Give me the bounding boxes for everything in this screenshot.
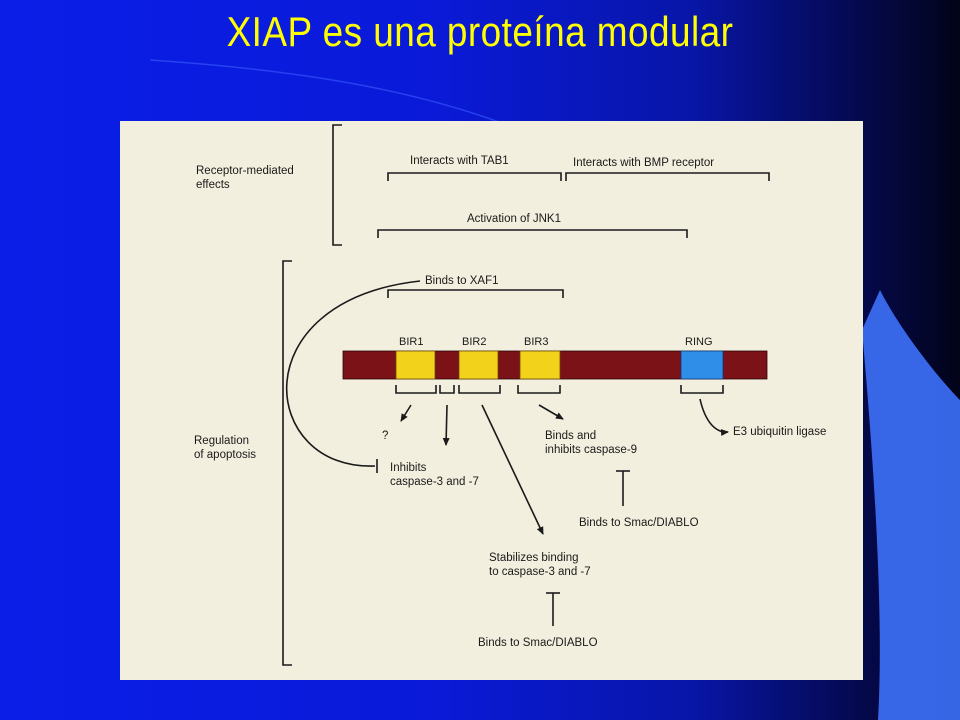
bir3-domain: [519, 350, 561, 380]
slide-title: XIAP es una proteína modular: [226, 8, 734, 55]
tab1-bracket: [387, 172, 562, 181]
binds-smac-label-1: Binds to Smac/DIABLO: [579, 517, 699, 529]
interacts-bmp-label: Interacts with BMP receptor: [573, 157, 715, 169]
bir1-label: BIR1: [399, 336, 424, 348]
xaf1-bracket: [387, 289, 564, 298]
inhibits-caspase-label: Inhibits caspase-3 and -7: [390, 462, 479, 488]
receptor-section-bracket: [332, 124, 342, 246]
ring-domain: [680, 350, 724, 380]
bir3-bracket: [517, 385, 561, 394]
binds-inhibits-caspase9-label: Binds and inhibits caspase-9: [545, 430, 638, 456]
arrow-to-stabilizes: [481, 404, 544, 535]
background-swoosh: [862, 290, 960, 720]
bir2-bracket: [458, 385, 501, 394]
linker-bracket: [439, 385, 455, 394]
diagram-lines: [282, 124, 770, 666]
ring-bracket: [680, 385, 724, 394]
e3-ligase-label: E3 ubiquitin ligase: [733, 426, 827, 438]
xaf1-curve-arrow: [286, 280, 421, 467]
bir3-label: BIR3: [524, 336, 549, 348]
bmp-bracket: [565, 172, 770, 181]
bir2-label: BIR2: [462, 336, 487, 348]
activation-jnk1-label: Activation of JNK1: [467, 213, 561, 225]
arrow-to-e3: [699, 398, 729, 437]
binds-xaf1-label: Binds to XAF1: [425, 275, 499, 287]
binds-smac-label-2: Binds to Smac/DIABLO: [478, 637, 598, 649]
receptor-section-label: Receptor-mediated effects: [196, 165, 294, 191]
arrow-to-inhibits: [442, 404, 450, 446]
arrow-to-unknown: [400, 404, 412, 422]
interacts-tab1-label: Interacts with TAB1: [410, 155, 509, 167]
regulation-section-label: Regulation of apoptosis: [194, 435, 257, 461]
background-arc-line: [149, 59, 521, 131]
jnk1-bracket: [377, 229, 688, 238]
bir2-domain: [458, 350, 499, 380]
bir1-bracket: [395, 385, 437, 394]
xiap-domain-figure: Receptor-mediated effects Regulation of …: [120, 121, 863, 680]
bir1-domain: [395, 350, 436, 380]
ring-label: RING: [685, 336, 713, 348]
stabilizes-binding-label: Stabilizes binding to caspase-3 and -7: [489, 552, 591, 578]
regulation-section-bracket: [282, 260, 292, 666]
unknown-function-label: ?: [382, 430, 389, 442]
arrow-to-caspase9: [538, 404, 564, 420]
